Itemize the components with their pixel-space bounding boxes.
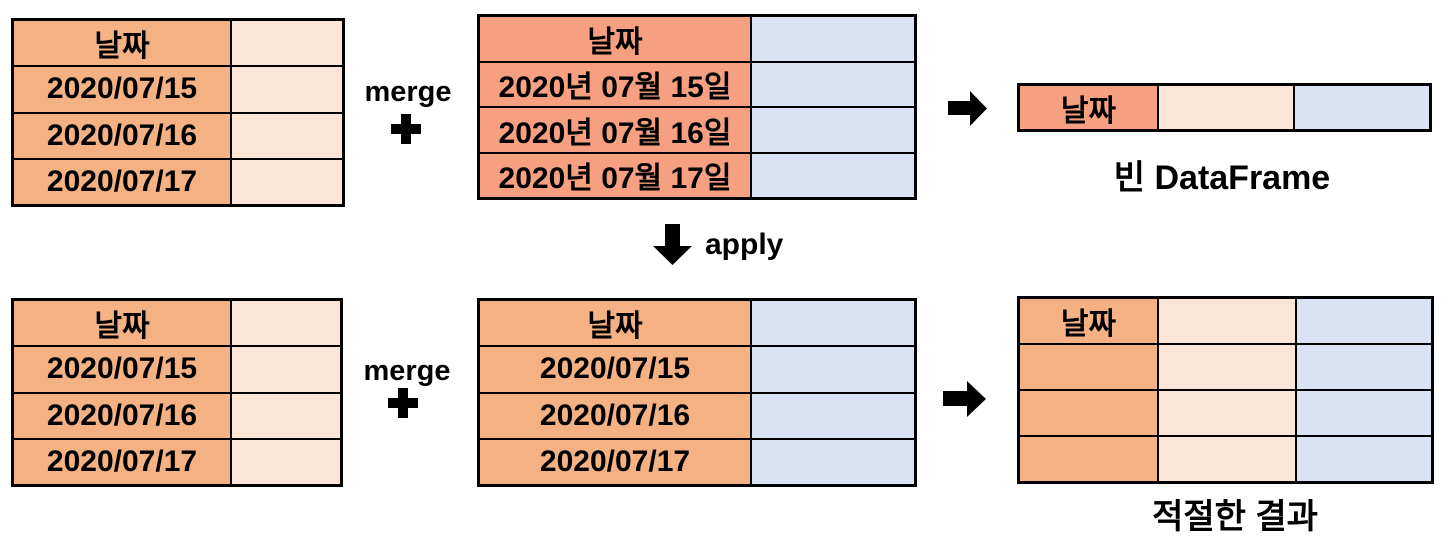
date-header-cell: 날짜 bbox=[14, 21, 230, 66]
empty-cell bbox=[752, 108, 914, 152]
plus-icon bbox=[391, 114, 421, 144]
empty-cell bbox=[1295, 86, 1429, 129]
table-empty-dataframe: 날짜 bbox=[1017, 83, 1432, 132]
date-header-cell: 날짜 bbox=[480, 17, 750, 61]
empty-cell bbox=[752, 153, 914, 197]
merge-label: merge bbox=[363, 355, 451, 387]
empty-cell bbox=[752, 393, 914, 438]
empty-cell bbox=[1159, 437, 1295, 481]
empty-cell bbox=[1297, 345, 1431, 389]
proper-result-caption: 적절한 결과 bbox=[1152, 498, 1318, 536]
table-bottom-left: 날짜 2020/07/15 2020/07/16 2020/07/17 bbox=[11, 298, 343, 487]
empty-cell bbox=[232, 67, 342, 112]
date-value-cell: 2020/07/17 bbox=[14, 159, 230, 204]
date-value-cell: 2020/07/15 bbox=[14, 347, 230, 392]
date-value-cell: 2020/07/16 bbox=[14, 393, 230, 438]
empty-dataframe-caption: 빈 DataFrame bbox=[1113, 159, 1331, 197]
apply-label: apply bbox=[705, 228, 784, 261]
table-proper-result: 날짜 bbox=[1017, 296, 1434, 484]
empty-cell bbox=[1297, 437, 1431, 481]
date-value-cell: 2020/07/16 bbox=[480, 393, 750, 438]
date-value-cell: 2020/07/15 bbox=[480, 347, 750, 392]
empty-cell bbox=[1159, 299, 1295, 343]
arrow-down-icon bbox=[652, 224, 693, 266]
merge-label: merge bbox=[364, 76, 452, 108]
table-top-middle: 날짜 2020년 07월 15일 2020년 07월 16일 2020년 07월… bbox=[477, 14, 917, 200]
table-bottom-middle: 날짜 2020/07/15 2020/07/16 2020/07/17 bbox=[477, 298, 917, 487]
empty-cell bbox=[1159, 345, 1295, 389]
date-header-cell: 날짜 bbox=[1020, 299, 1157, 343]
empty-cell bbox=[752, 62, 914, 106]
empty-cell bbox=[1159, 86, 1293, 129]
date-value-cell: 2020년 07월 17일 bbox=[480, 153, 750, 197]
date-value-cell: 2020/07/17 bbox=[480, 439, 750, 484]
arrow-right-icon bbox=[943, 380, 987, 418]
date-value-cell: 2020/07/17 bbox=[14, 439, 230, 484]
empty-cell bbox=[1159, 391, 1295, 435]
date-header-cell: 날짜 bbox=[1020, 86, 1157, 129]
arrow-right-icon bbox=[948, 90, 988, 127]
empty-cell bbox=[1020, 391, 1157, 435]
empty-cell bbox=[232, 301, 340, 346]
date-value-cell: 2020/07/15 bbox=[14, 67, 230, 112]
empty-cell bbox=[232, 113, 342, 158]
empty-cell bbox=[1297, 299, 1431, 343]
date-value-cell: 2020년 07월 15일 bbox=[480, 62, 750, 106]
date-value-cell: 2020년 07월 16일 bbox=[480, 108, 750, 152]
empty-cell bbox=[752, 17, 914, 61]
empty-cell bbox=[1297, 391, 1431, 435]
empty-cell bbox=[232, 393, 340, 438]
empty-cell bbox=[232, 159, 342, 204]
empty-cell bbox=[1020, 345, 1157, 389]
empty-cell bbox=[232, 347, 340, 392]
empty-cell bbox=[752, 301, 914, 346]
table-top-left: 날짜 2020/07/15 2020/07/16 2020/07/17 bbox=[11, 18, 345, 207]
plus-icon bbox=[388, 388, 418, 418]
empty-cell bbox=[1020, 437, 1157, 481]
empty-cell bbox=[232, 21, 342, 66]
date-header-cell: 날짜 bbox=[480, 301, 750, 346]
date-value-cell: 2020/07/16 bbox=[14, 113, 230, 158]
empty-cell bbox=[232, 439, 340, 484]
empty-cell bbox=[752, 439, 914, 484]
empty-cell bbox=[752, 347, 914, 392]
date-header-cell: 날짜 bbox=[14, 301, 230, 346]
